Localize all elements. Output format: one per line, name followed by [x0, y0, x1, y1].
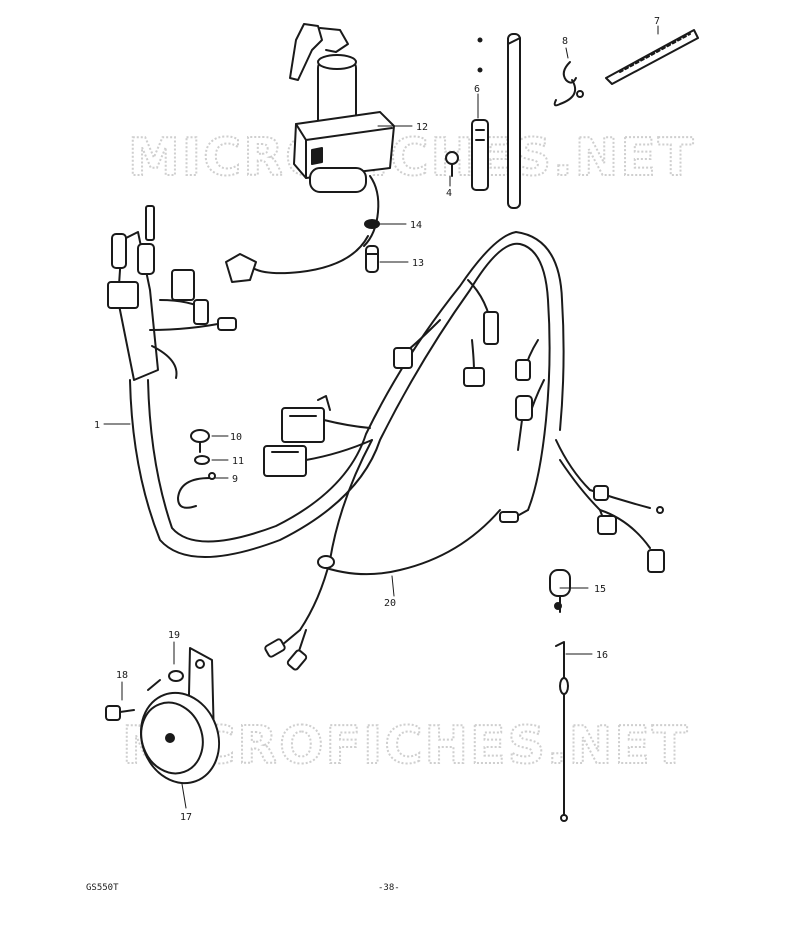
callout-15: 15: [594, 584, 606, 595]
part-8-clip: [553, 61, 584, 107]
part-10-bolt: [190, 429, 210, 453]
part-18-bolt: [105, 705, 135, 721]
part-15-switch: [549, 569, 571, 613]
callout-17: 17: [180, 812, 192, 823]
callout-9: 9: [232, 474, 238, 485]
part-7-strap: [605, 29, 699, 85]
callout-12: 12: [416, 122, 428, 133]
leader-lines: [103, 25, 659, 809]
part-19-nut: [168, 670, 184, 682]
wiring-harness-main: [107, 205, 565, 558]
part-4-screw: [445, 151, 459, 177]
part-11-washer: [194, 455, 210, 465]
ignition-lead: [225, 235, 369, 283]
wiring-harness-branch: [264, 279, 665, 671]
callout-1: 1: [94, 420, 100, 431]
callout-18: 18: [116, 670, 128, 681]
footer-page-number: -38-: [378, 883, 400, 893]
footer-model: GS550T: [86, 883, 119, 893]
part-6-clamp: [471, 37, 489, 191]
callout-16: 16: [596, 650, 608, 661]
callout-10: 10: [230, 432, 242, 443]
callout-8: 8: [562, 36, 568, 47]
relay-connectors: [263, 395, 373, 477]
part-rod: [507, 33, 521, 209]
callout-11: 11: [232, 456, 244, 467]
watermark-top: MICROFICHES.NET: [128, 128, 695, 188]
part-13-bulb: [365, 245, 379, 273]
part-9-clip: [177, 472, 216, 509]
part-16-rod: [555, 641, 569, 822]
callout-4: 4: [446, 188, 452, 199]
callout-14: 14: [410, 220, 422, 231]
callout-labels: 1 4 6 7 8 9 10 11 12 13 14 15 16 17 18 1…: [94, 16, 660, 823]
callout-6: 6: [474, 84, 480, 95]
callout-7: 7: [654, 16, 660, 27]
callout-19: 19: [168, 630, 180, 641]
callout-13: 13: [412, 258, 424, 269]
horn-assembly: [139, 647, 221, 785]
ignition-switch: [289, 23, 395, 247]
callout-20: 20: [384, 598, 396, 609]
